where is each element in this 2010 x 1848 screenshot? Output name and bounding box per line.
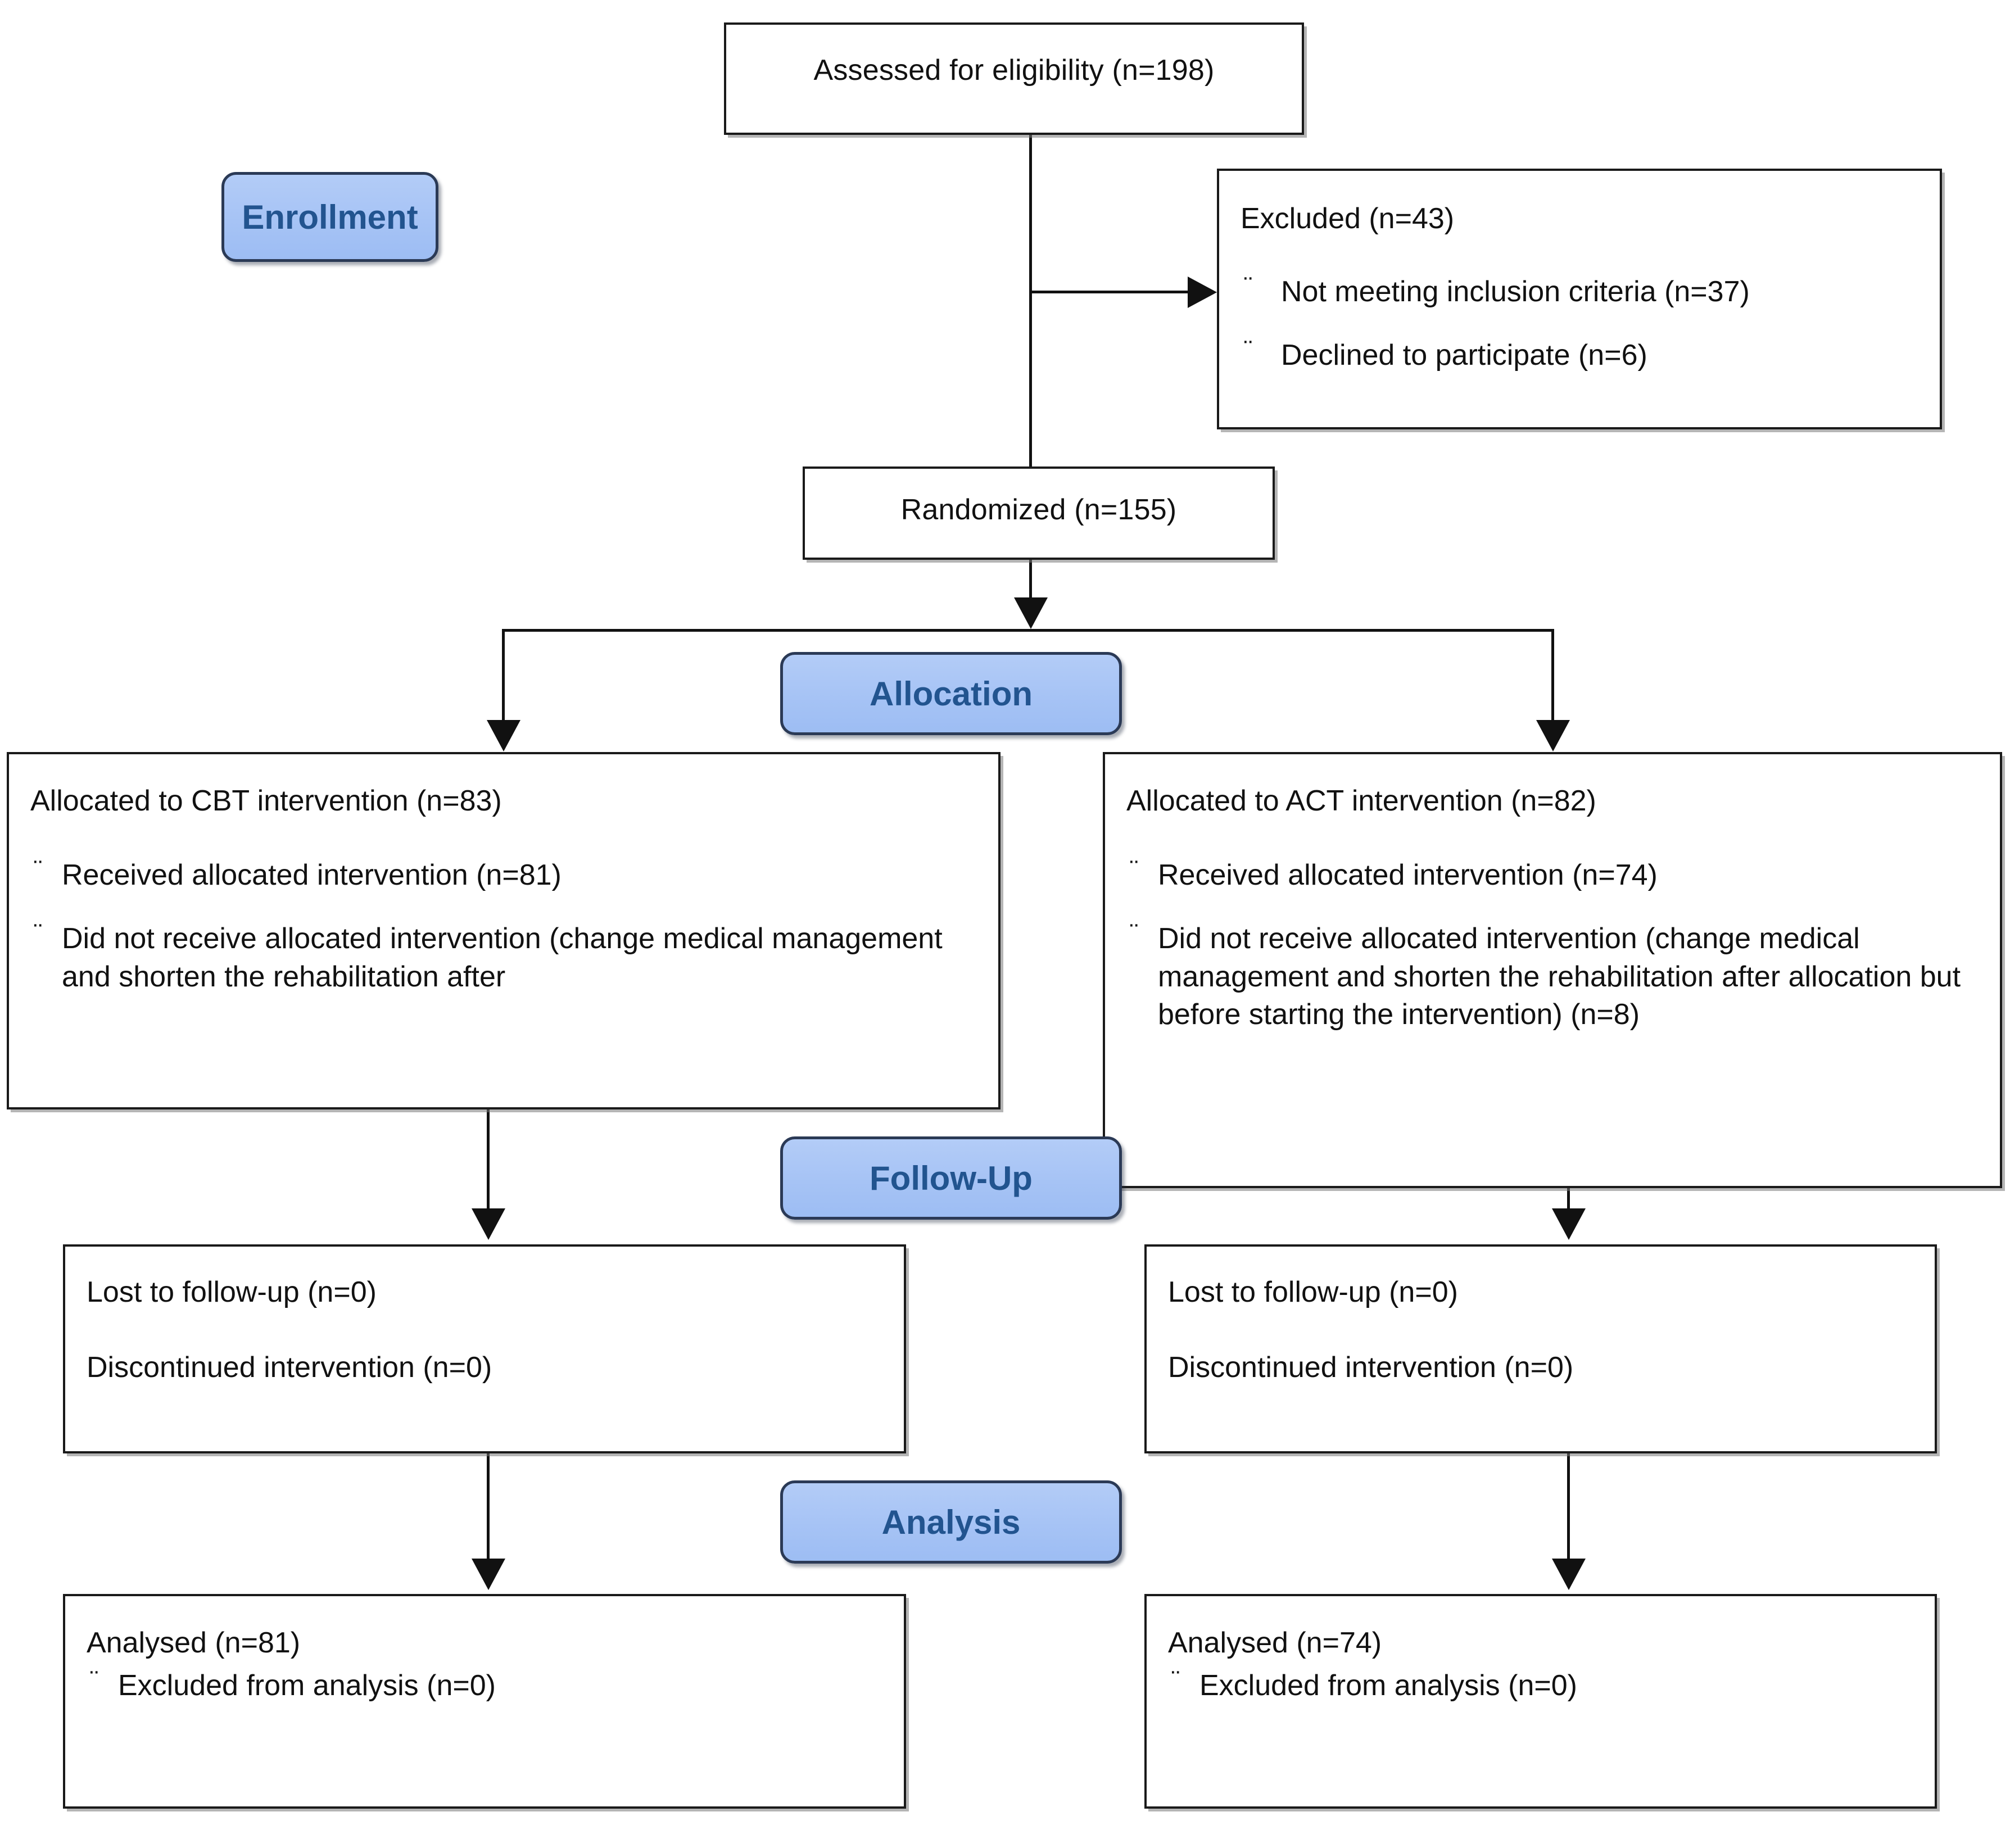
- connector-assessed-to-randomized: [1029, 135, 1032, 466]
- assessed-text: Assessed for eligibility (n=198): [813, 54, 1215, 87]
- connector-followup-right-to-analysis-right: [1567, 1453, 1570, 1561]
- arrow-followup-right: [1552, 1208, 1586, 1240]
- excluded-item-text: Declined to participate (n=6): [1281, 339, 1647, 372]
- arrow-analysis-right: [1552, 1559, 1586, 1590]
- followup-label: Follow-Up: [870, 1159, 1033, 1197]
- bullet-icon: ¨: [34, 854, 43, 884]
- analysis-right-item: ¨ Excluded from analysis (n=0): [1168, 1665, 1922, 1705]
- node-followup-cbt: Lost to follow-up (n=0) Discontinued int…: [63, 1244, 906, 1453]
- node-analysed-cbt: Analysed (n=81) ¨ Excluded from analysis…: [63, 1594, 906, 1809]
- excluded-item: ¨ Declined to participate (n=6): [1241, 335, 1927, 375]
- alloc-left-item-text: Received allocated intervention (n=81): [62, 858, 562, 891]
- alloc-right-item: ¨ Did not receive allocated intervention…: [1126, 918, 1988, 1034]
- stage-label-enrollment: Enrollment: [221, 172, 438, 262]
- connector-randomized-down: [1029, 559, 1032, 600]
- node-analysed-act: Analysed (n=74) ¨ Excluded from analysis…: [1144, 1594, 1937, 1809]
- followup-right-line1: Lost to follow-up (n=0): [1168, 1276, 1458, 1308]
- bullet-icon: ¨: [90, 1665, 99, 1695]
- connector-alloc-right-to-followup-right: [1567, 1185, 1570, 1211]
- arrow-to-excluded: [1188, 277, 1217, 308]
- bullet-icon: ¨: [1130, 854, 1139, 884]
- node-assessed-for-eligibility: Assessed for eligibility (n=198): [724, 22, 1304, 135]
- arrow-randomized-to-split: [1014, 597, 1048, 629]
- alloc-right-heading: Allocated to ACT intervention (n=82): [1126, 785, 1596, 817]
- alloc-left-item-text: Did not receive allocated intervention (…: [62, 922, 943, 993]
- stage-label-analysis: Analysis: [780, 1480, 1122, 1564]
- bullet-icon: ¨: [1130, 918, 1139, 948]
- alloc-right-item-text: Did not receive allocated intervention (…: [1158, 922, 1961, 1031]
- followup-left-line1: Lost to follow-up (n=0): [87, 1276, 377, 1308]
- alloc-right-item-text: Received allocated intervention (n=74): [1158, 858, 1658, 891]
- excluded-item-text: Not meeting inclusion criteria (n=37): [1281, 275, 1750, 308]
- analysis-right-item-text: Excluded from analysis (n=0): [1199, 1669, 1577, 1702]
- alloc-left-item: ¨ Did not receive allocated intervention…: [30, 918, 986, 996]
- connector-branch-to-excluded: [1029, 291, 1191, 293]
- stage-label-followup: Follow-Up: [780, 1136, 1122, 1220]
- bullet-icon: ¨: [1244, 335, 1253, 365]
- stage-label-allocation: Allocation: [780, 652, 1122, 735]
- excluded-heading: Excluded (n=43): [1241, 202, 1455, 235]
- connector-alloc-left-to-followup-left: [487, 1108, 490, 1211]
- bullet-icon: ¨: [1171, 1665, 1180, 1695]
- connector-allocation-split-bar: [502, 629, 1554, 632]
- allocation-label: Allocation: [869, 674, 1033, 713]
- bullet-icon: ¨: [34, 918, 43, 948]
- analysis-left-item: ¨ Excluded from analysis (n=0): [87, 1665, 891, 1705]
- randomized-text: Randomized (n=155): [900, 493, 1177, 526]
- node-followup-act: Lost to follow-up (n=0) Discontinued int…: [1144, 1244, 1937, 1453]
- followup-right-line2: Discontinued intervention (n=0): [1168, 1351, 1574, 1384]
- analysis-label: Analysis: [881, 1503, 1021, 1541]
- bullet-icon: ¨: [1244, 271, 1253, 301]
- alloc-right-item: ¨ Received allocated intervention (n=74): [1126, 855, 1988, 895]
- connector-split-left-arm: [502, 629, 505, 722]
- alloc-left-heading: Allocated to CBT intervention (n=83): [30, 785, 502, 817]
- arrow-to-alloc-left: [487, 720, 520, 751]
- node-allocated-cbt: Allocated to CBT intervention (n=83) ¨ R…: [7, 752, 1001, 1109]
- arrow-followup-left: [472, 1208, 505, 1240]
- analysis-right-heading: Analysed (n=74): [1168, 1627, 1382, 1659]
- analysis-left-heading: Analysed (n=81): [87, 1627, 301, 1659]
- excluded-item: ¨ Not meeting inclusion criteria (n=37): [1241, 271, 1927, 311]
- arrow-to-alloc-right: [1536, 720, 1570, 751]
- node-randomized: Randomized (n=155): [803, 466, 1275, 560]
- enrollment-label: Enrollment: [242, 198, 418, 236]
- connector-followup-left-to-analysis-left: [487, 1453, 490, 1561]
- arrow-analysis-left: [472, 1559, 505, 1590]
- node-excluded: Excluded (n=43) ¨ Not meeting inclusion …: [1217, 169, 1942, 429]
- node-allocated-act: Allocated to ACT intervention (n=82) ¨ R…: [1103, 752, 2002, 1188]
- connector-split-right-arm: [1551, 629, 1554, 722]
- alloc-left-item: ¨ Received allocated intervention (n=81): [30, 855, 986, 895]
- followup-left-line2: Discontinued intervention (n=0): [87, 1351, 492, 1384]
- analysis-left-item-text: Excluded from analysis (n=0): [118, 1669, 496, 1702]
